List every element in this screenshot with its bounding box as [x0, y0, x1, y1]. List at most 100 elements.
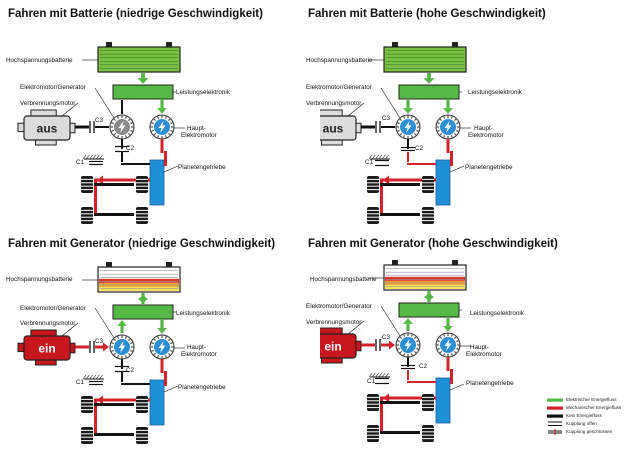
battery-label: Hochspannungsbatterie	[6, 276, 73, 283]
main-motor-label-line1: Haupt-	[187, 125, 206, 132]
motor-tooth	[153, 352, 157, 356]
ground-hatch	[92, 374, 97, 380]
motor-tooth	[436, 121, 440, 125]
ground-hatch	[372, 154, 376, 160]
legend-label: Kupplung offen	[566, 421, 597, 426]
motor-tooth	[127, 352, 131, 356]
battery-label: Hochspannungsbatterie	[310, 276, 377, 283]
powertrain-schematic: aus	[320, 42, 471, 224]
wheel-icon	[136, 176, 148, 193]
leader-line	[163, 165, 179, 173]
no-flow-line	[121, 100, 123, 114]
mechanical-flow-line	[160, 359, 164, 373]
clutch-icon	[375, 121, 381, 133]
legend-label: Kupplung geschlossen	[566, 429, 613, 434]
engine-shaft	[361, 125, 375, 129]
clutch-icon	[89, 341, 95, 353]
motor-tooth	[113, 132, 117, 136]
electric-flow-arrow	[406, 324, 410, 331]
power-electronics-label: Leistungselektronik	[176, 89, 230, 96]
main-motor-label-line2: Elektromotor	[181, 132, 217, 139]
clutch-icon	[401, 364, 415, 370]
power-electronics-icon	[112, 304, 174, 320]
motor-tooth	[416, 347, 420, 351]
motor-tooth	[130, 129, 134, 133]
ground-hatch	[381, 372, 386, 378]
wheel-icon	[81, 207, 93, 224]
ground-hatch	[86, 374, 90, 380]
electric-flow-arrow-head	[424, 292, 434, 298]
motor-tooth	[110, 129, 114, 133]
no-flow-line	[95, 126, 109, 128]
planetary-gear-label: Planetengetriebe	[178, 384, 226, 391]
engine-shaft	[75, 125, 89, 129]
legend-item-mechanical: Mechanischer Energiefluss	[546, 404, 640, 412]
electric-flow-arrow-head	[137, 78, 149, 84]
ground-hatch	[372, 372, 376, 378]
battery-body	[97, 46, 181, 73]
legend-item-none: Kein Energiefluss	[546, 412, 640, 420]
engine-label: Verbrennungsmotor	[20, 320, 76, 327]
electric-flow-arrow	[160, 99, 164, 108]
motor-tooth	[156, 115, 160, 119]
motor-tooth	[453, 118, 457, 122]
wheel-icon	[422, 176, 434, 193]
motor-tooth	[436, 129, 440, 133]
battery-label: Hochspannungsbatterie	[6, 57, 73, 64]
tyre	[367, 207, 379, 224]
motor-tooth	[156, 135, 160, 139]
motor-tooth	[113, 338, 117, 342]
lightning-bolt	[158, 341, 166, 353]
main-motor-label-line1: Haupt-	[474, 125, 493, 132]
motor-tooth	[167, 352, 171, 356]
battery-icon	[97, 42, 181, 73]
planetary-gear	[149, 159, 165, 206]
clutch-c2-label: C2	[415, 145, 424, 152]
wheel-icon	[81, 396, 93, 413]
shaft	[121, 383, 150, 385]
planetary-gear-label: Planetengetriebe	[466, 380, 514, 387]
legend-label: Elektrischer Energiefluss	[566, 397, 617, 402]
wheel-icon	[81, 176, 93, 193]
wheel-icon	[422, 394, 434, 411]
panel-title: Fahren mit Generator (hohe Geschwindigke…	[308, 238, 558, 250]
motor-tooth	[396, 121, 400, 125]
motor-tooth	[402, 115, 406, 119]
battery-icon	[383, 42, 467, 73]
planetary-gear	[435, 159, 451, 206]
rear-axle	[94, 433, 134, 436]
mechanical-flow-line	[164, 371, 167, 386]
tyre	[422, 207, 434, 224]
clutch-closed-icon	[548, 429, 562, 435]
ground-hatch	[89, 374, 93, 380]
tyre	[136, 176, 148, 193]
engine-state-text: ein	[324, 339, 341, 353]
battery-terminal	[452, 42, 458, 47]
wheel-icon	[136, 207, 148, 224]
motor-tooth	[153, 118, 157, 122]
engine-flange	[355, 340, 362, 352]
electric-flow-arrow-head	[157, 108, 167, 114]
legend-item-clutch-closed: Kupplung geschlossen	[546, 428, 640, 436]
lightning-bolt	[444, 339, 452, 351]
shaft	[121, 163, 150, 165]
battery-label: Hochspannungsbatterie	[306, 57, 373, 64]
planetary-gear-label: Planetengetriebe	[178, 164, 226, 171]
motor-tooth	[127, 132, 131, 136]
motor-tooth	[399, 118, 403, 122]
lightning-motor-icon	[395, 332, 421, 358]
shaft	[407, 381, 436, 383]
ground-hatch	[368, 372, 373, 378]
clutch-icon	[115, 365, 129, 373]
clutch-c1-label: C1	[365, 159, 374, 166]
tyre	[81, 396, 93, 413]
front-axle	[94, 403, 134, 406]
motor-tooth	[396, 339, 400, 343]
clutch-c3-label: C3	[382, 115, 391, 122]
motor-tooth	[167, 132, 171, 136]
motor-tooth	[170, 349, 174, 353]
clutch-c2-label: C2	[126, 367, 135, 374]
ground-hatch	[99, 154, 103, 160]
clutch-c2-label: C2	[419, 363, 428, 370]
battery-terminal	[392, 260, 398, 265]
